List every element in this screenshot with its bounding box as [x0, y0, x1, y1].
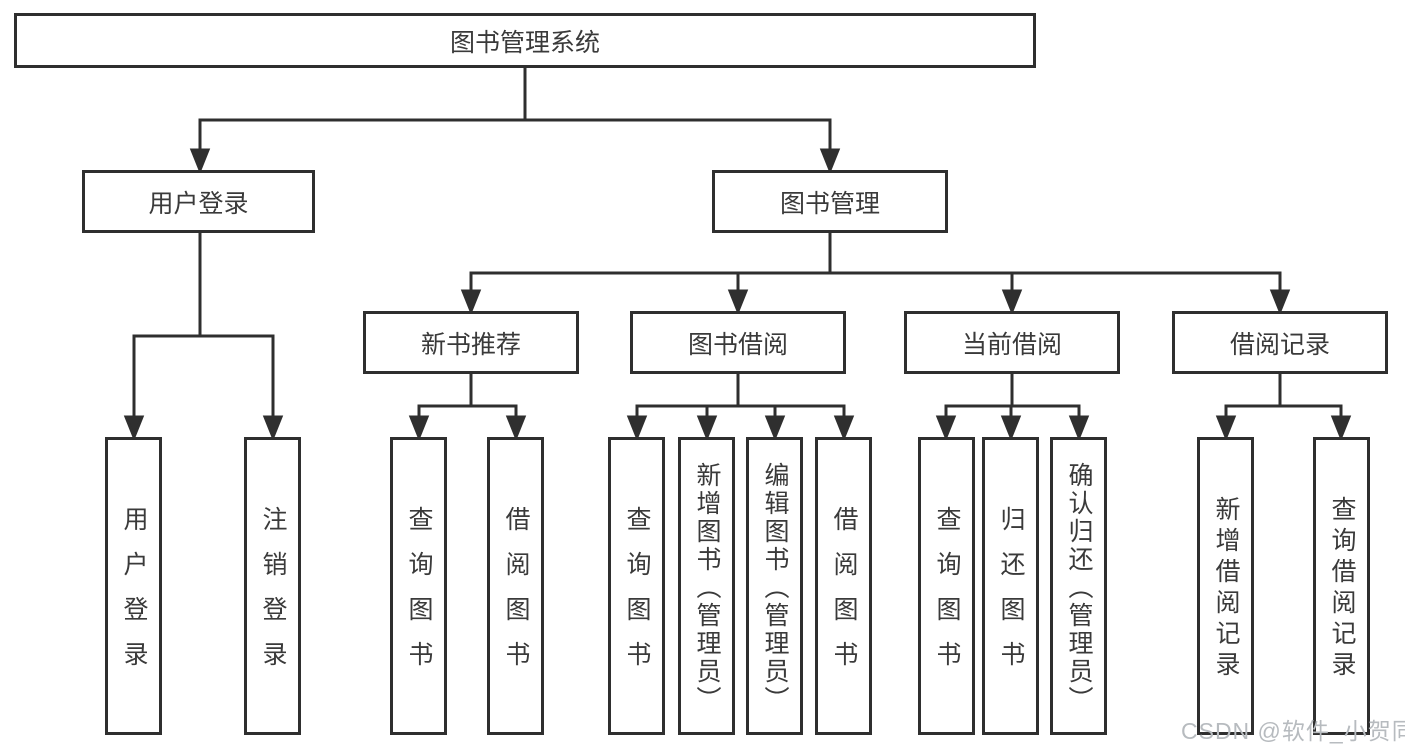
connector-book-management-to-modules [460, 233, 1291, 316]
node-label: 用户登录 [120, 506, 148, 686]
leaf-user-login: 用户登录 [105, 437, 162, 735]
node-label: 用户登录 [148, 189, 249, 218]
node-label: 图书管理系统 [449, 28, 600, 57]
node-label: 借阅记录 [1229, 330, 1330, 359]
leaf-borrow-books: 借阅图书 [815, 437, 872, 735]
node-label: 借阅图书 [502, 506, 530, 686]
node-label: 查询借阅记录 [1328, 496, 1356, 682]
leaf-return-books: 归还图书 [982, 437, 1039, 735]
leaf-confirm-return-admin: 确认归还（管理员） [1050, 437, 1107, 735]
node-label: 新增图书（管理员） [693, 461, 721, 714]
node-label: 图书借阅 [687, 330, 788, 359]
branch-book-management: 图书管理 [712, 170, 948, 233]
connector-book-borrow-to-leaves [626, 374, 855, 442]
leaf-logout: 注销登录 [244, 437, 301, 735]
leaf-borrow-books-recommend: 借阅图书 [487, 437, 544, 735]
module-borrow-records: 借阅记录 [1172, 311, 1388, 374]
root-node-library-management-system: 图书管理系统 [14, 13, 1036, 68]
leaf-add-book-admin: 新增图书（管理员） [678, 437, 735, 735]
leaf-edit-book-admin: 编辑图书（管理员） [746, 437, 803, 735]
leaf-query-books-current: 查询图书 [918, 437, 975, 735]
connector-new-book-recommend-to-leaves [408, 374, 527, 442]
csdn-watermark: CSDN @软件_小贺同学 [1181, 718, 1405, 744]
node-label: 借阅图书 [830, 506, 858, 686]
node-label: 查询图书 [405, 506, 433, 686]
leaf-add-borrow-record: 新增借阅记录 [1197, 437, 1254, 735]
node-label: 新增借阅记录 [1212, 496, 1240, 682]
module-new-book-recommend: 新书推荐 [363, 311, 579, 374]
node-label: 查询图书 [623, 506, 651, 686]
node-label: 注销登录 [259, 506, 287, 686]
connector-user-login-to-leaves [123, 233, 284, 442]
node-label: 确认归还（管理员） [1065, 461, 1093, 714]
connector-current-borrow-to-leaves [935, 374, 1090, 442]
node-label: 查询图书 [933, 506, 961, 686]
node-label: 编辑图书（管理员） [761, 461, 789, 714]
connector-root-to-branches [189, 68, 841, 175]
leaf-query-books-borrow: 查询图书 [608, 437, 665, 735]
module-current-borrow: 当前借阅 [904, 311, 1120, 374]
node-label: 当前借阅 [961, 330, 1062, 359]
branch-user-login: 用户登录 [82, 170, 315, 233]
module-book-borrow: 图书借阅 [630, 311, 846, 374]
leaf-query-borrow-record: 查询借阅记录 [1313, 437, 1370, 735]
node-label: 新书推荐 [420, 330, 521, 359]
connector-borrow-records-to-leaves [1215, 374, 1352, 442]
node-label: 归还图书 [997, 506, 1025, 686]
leaf-query-books-recommend: 查询图书 [390, 437, 447, 735]
node-label: 图书管理 [779, 189, 880, 218]
